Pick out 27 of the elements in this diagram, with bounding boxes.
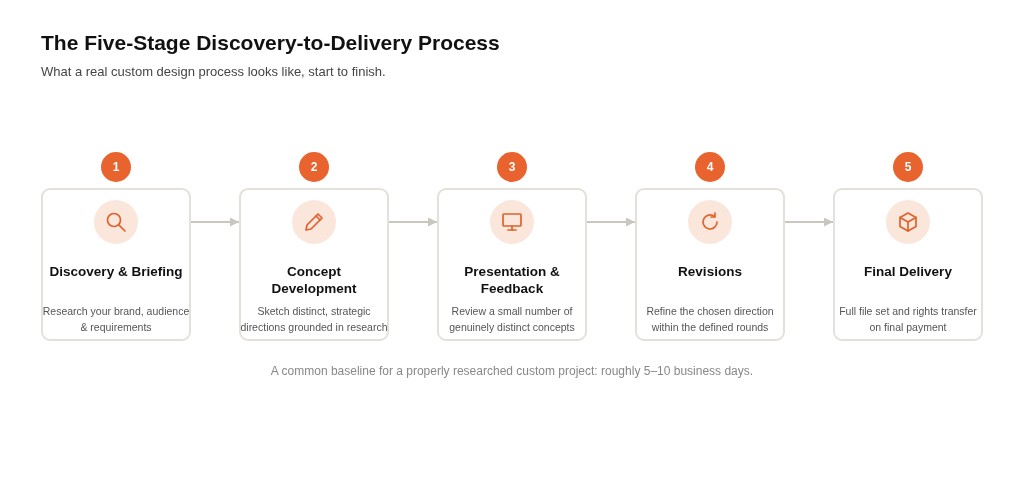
stage-title: Revisions xyxy=(677,263,743,280)
arrow xyxy=(586,217,636,227)
arrow xyxy=(388,217,438,227)
stage-card xyxy=(635,188,785,341)
diagram-title: The Five-Stage Discovery-to-Delivery Process xyxy=(41,31,500,55)
step-number: 3 xyxy=(497,152,527,182)
stage-card xyxy=(41,188,191,341)
step-number: 5 xyxy=(893,152,923,182)
subtitle: What a real custom design process looks like, start to finish. xyxy=(41,64,386,79)
stage-card xyxy=(239,188,389,341)
step-number: 1 xyxy=(101,152,131,182)
stage-description: Sketch distinct, strategic directions grounded in research xyxy=(239,304,389,335)
stage-title: Presentation & Feedback xyxy=(463,263,561,297)
step-number: 2 xyxy=(299,152,329,182)
stage-card xyxy=(437,188,587,341)
stage-description: Full file set and rights transfer on final payment xyxy=(838,304,978,335)
stage-description: Refine the chosen direction within the defined rounds xyxy=(645,304,775,335)
stage-title: Final Delivery xyxy=(863,263,953,280)
stage-description: Review a small number of genuinely distinct concepts xyxy=(448,304,576,335)
caption: A common baseline for a properly researched custom project: roughly 5–10 business days. xyxy=(269,364,755,378)
stage-title: Discovery & Briefing xyxy=(48,263,184,280)
arrow xyxy=(784,217,834,227)
arrow xyxy=(190,217,240,227)
stage-title: Concept Development xyxy=(270,263,358,297)
stage-description: Research your brand, audience & requirements xyxy=(41,304,191,335)
step-number: 4 xyxy=(695,152,725,182)
stage-card xyxy=(833,188,983,341)
